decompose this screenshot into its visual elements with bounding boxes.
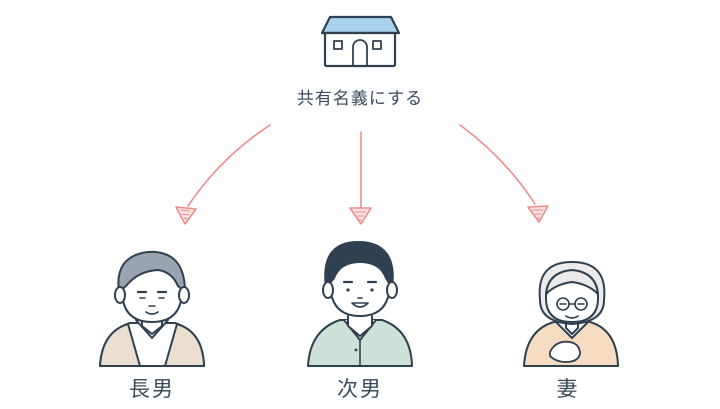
house-icon <box>320 15 401 68</box>
wife-label: 妻 <box>556 377 580 401</box>
elderly-woman-icon <box>523 261 619 367</box>
arrow-to-eldest-son <box>187 124 271 207</box>
man-icon <box>307 241 413 367</box>
second-son-label: 次男 <box>337 377 383 401</box>
arrowheads <box>175 205 549 225</box>
arrows <box>187 124 536 209</box>
elderly-man-icon <box>99 250 205 367</box>
arrow-to-wife <box>459 124 536 205</box>
house-label: 共有名義にする <box>296 89 424 109</box>
arrowhead-eldest <box>175 206 197 225</box>
eldest-son-label: 長男 <box>129 377 175 401</box>
